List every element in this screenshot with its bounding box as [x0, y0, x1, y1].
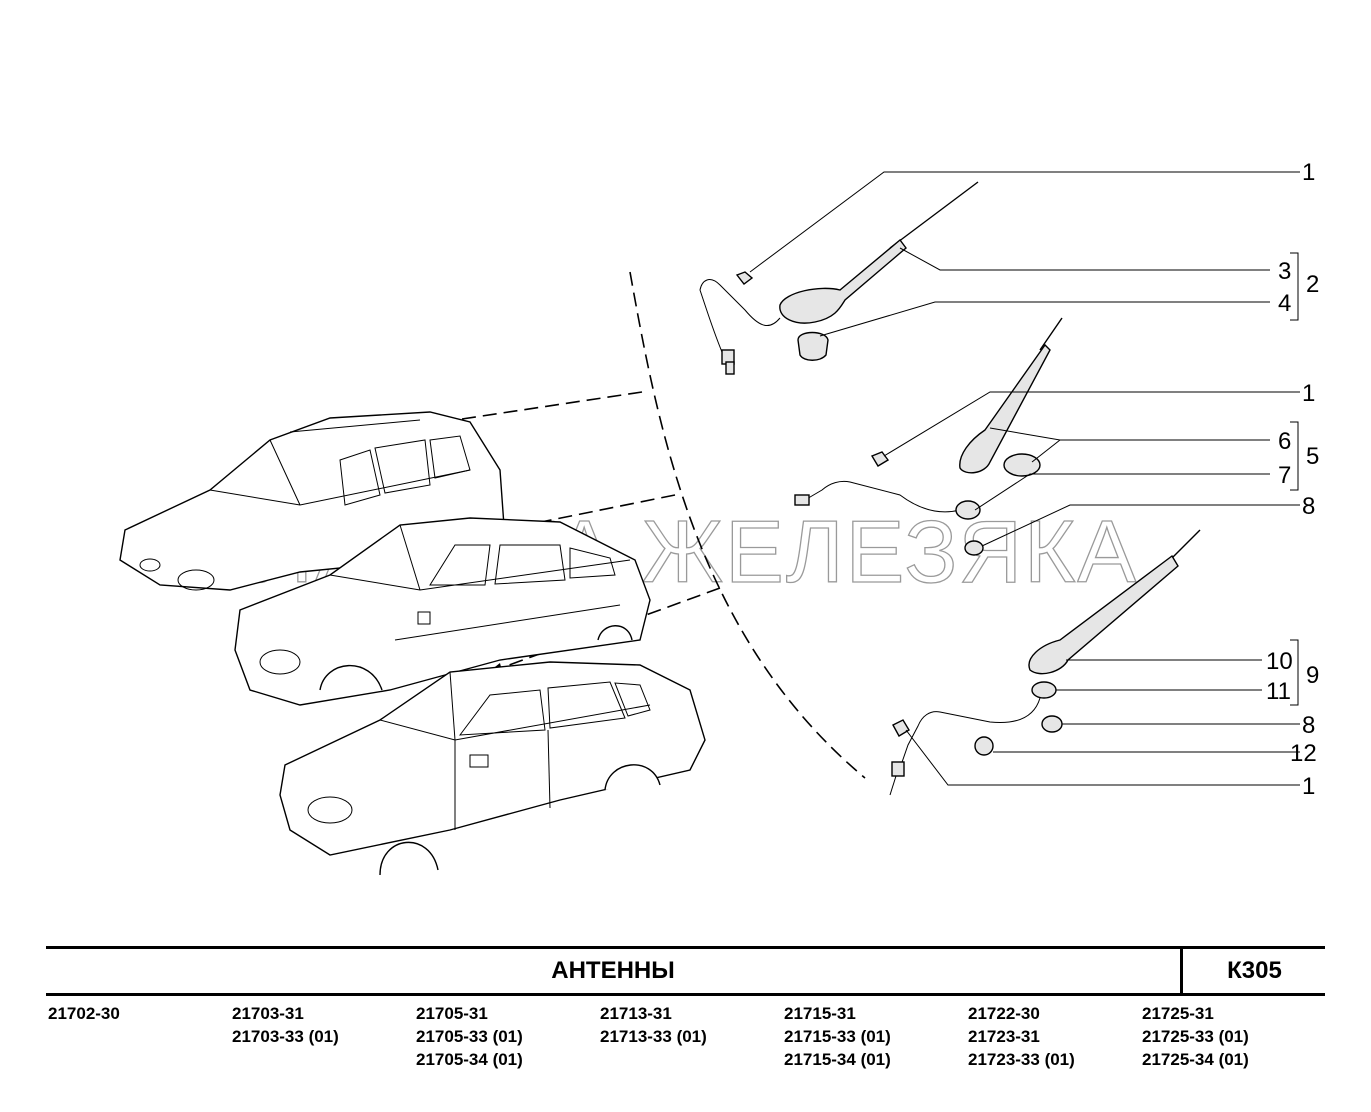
- model-code: 21722-30: [968, 1004, 1040, 1023]
- model-code: 21715-33 (01): [784, 1027, 891, 1046]
- leader-lines: [749, 171, 1300, 786]
- model-column: 21702-30: [48, 1002, 120, 1025]
- model-code: 21703-31: [232, 1004, 304, 1023]
- model-code: 21725-33 (01): [1142, 1027, 1249, 1046]
- page-code: К305: [1180, 949, 1326, 993]
- callout-1: 1: [1302, 159, 1315, 186]
- model-column: 21722-30 21723-31 21723-33 (01): [968, 1002, 1075, 1071]
- callout-8: 8: [1302, 493, 1315, 520]
- callout-3: 3: [1278, 258, 1291, 285]
- model-code: 21703-33 (01): [232, 1027, 339, 1046]
- callout-brackets: [1290, 252, 1299, 706]
- parts-diagram: ПЛАНЕТА ЖЕЛЕЗЯКА: [119, 159, 1319, 876]
- antenna-assembly-2: [699, 181, 979, 375]
- model-code: 21723-31: [968, 1027, 1040, 1046]
- title-block: АНТЕННЫ К305 21702-30 21703-31 21703-33 …: [46, 946, 1325, 1072]
- callout-12: 12: [1290, 740, 1317, 767]
- model-code: 21725-34 (01): [1142, 1050, 1249, 1069]
- model-code: 21705-31: [416, 1004, 488, 1023]
- model-code: 21715-31: [784, 1004, 856, 1023]
- callout-9: 9: [1306, 662, 1319, 689]
- car-hatchback: [234, 517, 651, 706]
- callout-2: 2: [1306, 271, 1319, 298]
- model-column: 21725-31 21725-33 (01) 21725-34 (01): [1142, 1002, 1249, 1071]
- pointer-line-top: [321, 391, 643, 441]
- model-code: 21725-31: [1142, 1004, 1214, 1023]
- antenna-assembly-5: [794, 317, 1063, 556]
- car-sedan: [279, 661, 706, 876]
- callout-8: 8: [1302, 712, 1315, 739]
- model-column: 21705-31 21705-33 (01) 21705-34 (01): [416, 1002, 523, 1071]
- page-title: АНТЕННЫ: [551, 957, 675, 984]
- model-code: 21715-34 (01): [784, 1050, 891, 1069]
- callout-4: 4: [1278, 290, 1291, 317]
- callout-7: 7: [1278, 462, 1291, 489]
- model-column: 21715-31 21715-33 (01) 21715-34 (01): [784, 1002, 891, 1071]
- callout-1: 1: [1302, 773, 1315, 800]
- model-code: 21723-33 (01): [968, 1050, 1075, 1069]
- antenna-assembly-9: [889, 529, 1201, 796]
- model-column: 21713-31 21713-33 (01): [600, 1002, 707, 1048]
- callout-11: 11: [1266, 678, 1291, 705]
- model-code: 21702-30: [48, 1004, 120, 1023]
- model-code: 21713-33 (01): [600, 1027, 707, 1046]
- callout-6: 6: [1278, 428, 1291, 455]
- model-column: 21703-31 21703-33 (01): [232, 1002, 339, 1048]
- model-list: 21702-30 21703-31 21703-33 (01) 21705-31…: [46, 996, 1325, 1072]
- callout-1: 1: [1302, 380, 1315, 407]
- title-row: АНТЕННЫ К305: [46, 946, 1325, 996]
- callout-5: 5: [1306, 443, 1319, 470]
- model-code: 21713-31: [600, 1004, 672, 1023]
- separator-arc: [629, 271, 866, 779]
- model-code: 21705-33 (01): [416, 1027, 523, 1046]
- callout-10: 10: [1266, 648, 1293, 675]
- model-code: 21705-34 (01): [416, 1050, 523, 1069]
